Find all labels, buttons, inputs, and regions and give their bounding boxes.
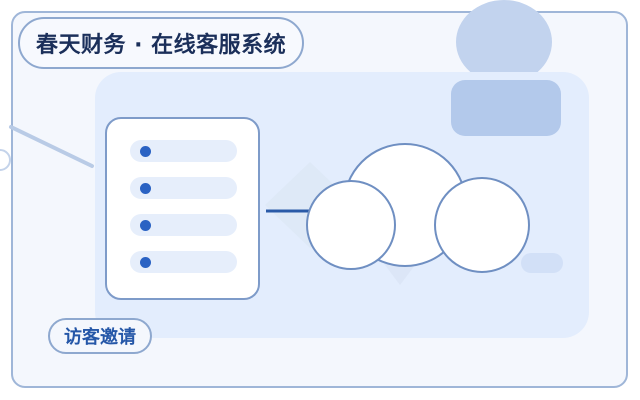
- visitor-invite-label: 访客邀请: [64, 327, 136, 348]
- visitor-invite-button[interactable]: 访客邀请: [48, 318, 152, 354]
- edge-arc-decoration: [0, 149, 11, 171]
- page-title: 春天财务 · 在线客服系统: [36, 33, 287, 58]
- list-item[interactable]: [130, 177, 237, 199]
- page-title-box: 春天财务 · 在线客服系统: [18, 17, 305, 69]
- status-pill-decoration: [521, 253, 563, 273]
- list-item[interactable]: [130, 251, 237, 273]
- bullet-dot-icon: [140, 146, 151, 157]
- decorative-line: [9, 125, 94, 168]
- cloud-icon: [306, 143, 530, 273]
- list-item[interactable]: [130, 140, 237, 162]
- bullet-dot-icon: [140, 183, 151, 194]
- bullet-dot-icon: [140, 257, 151, 268]
- list-item[interactable]: [130, 214, 237, 236]
- avatar-head-icon: [456, 0, 552, 84]
- avatar-body-icon: [451, 80, 561, 136]
- bullet-dot-icon: [140, 220, 151, 231]
- menu-list-card: [105, 117, 260, 300]
